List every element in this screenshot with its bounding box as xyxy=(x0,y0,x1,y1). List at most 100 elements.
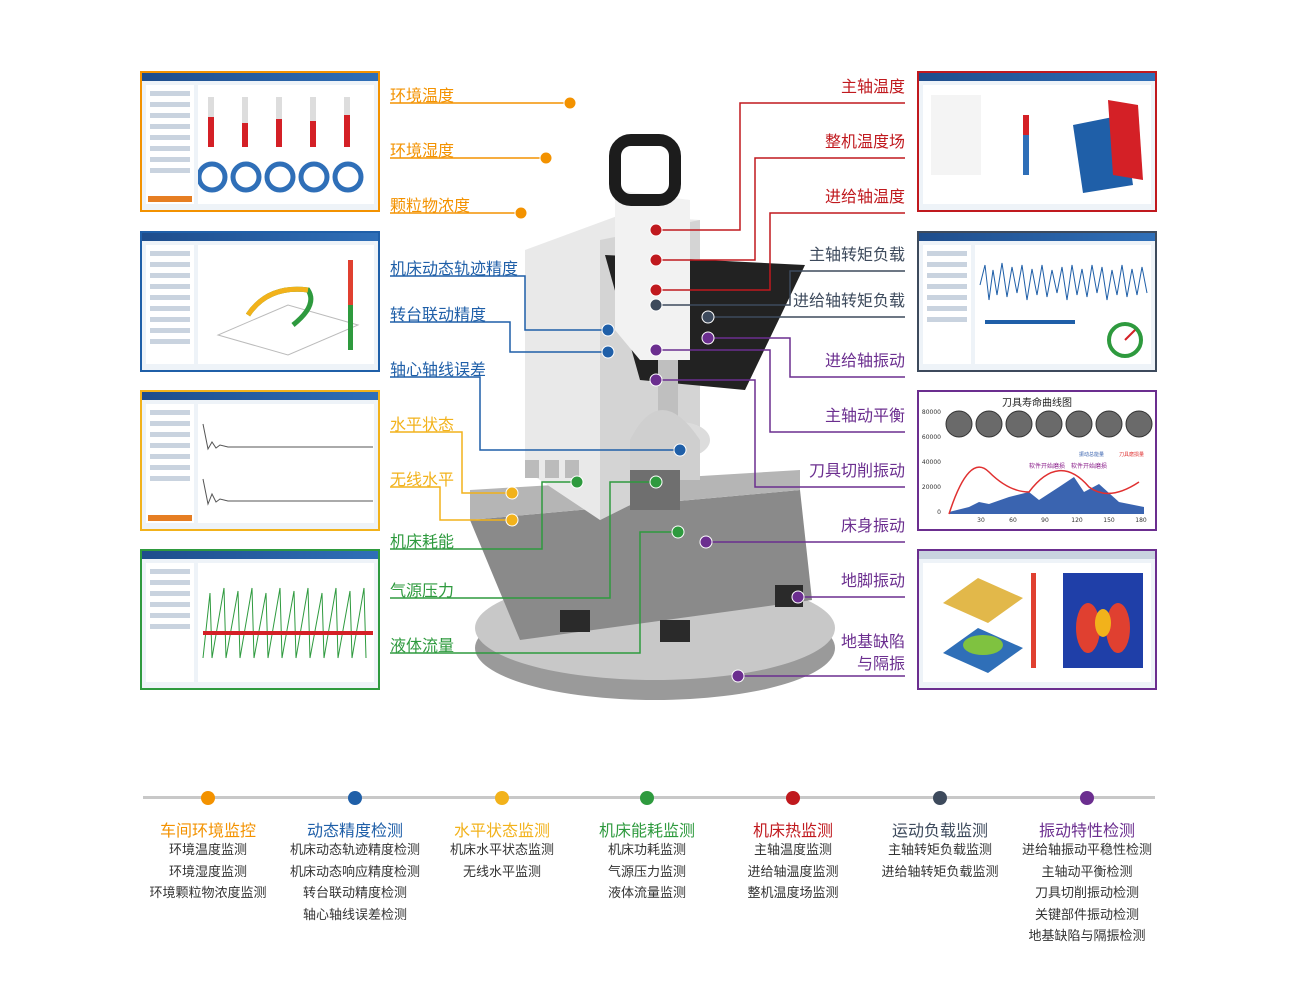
category-item: 刀具切削振动检测 xyxy=(1034,886,1139,901)
right-label: 进给轴温度 xyxy=(824,187,905,206)
category-item: 主轴动平衡检测 xyxy=(1041,864,1133,880)
left-label: 机床耗能 xyxy=(390,532,455,551)
legend-label: 振动总能量 xyxy=(1079,451,1104,458)
category-item: 机床水平状态监测 xyxy=(449,843,554,858)
category-item: 主轴温度监测 xyxy=(753,843,832,858)
category-dot xyxy=(495,791,509,805)
category-item: 机床动态响应精度检测 xyxy=(289,864,420,880)
left-label: 轴心轴线误差 xyxy=(390,360,487,379)
right-connector-dot xyxy=(649,298,663,312)
tool-photo xyxy=(1005,410,1033,438)
tool-photo xyxy=(975,410,1003,438)
category-dot xyxy=(640,791,654,805)
right-label: 整机温度场 xyxy=(824,132,905,151)
left-label: 水平状态 xyxy=(390,415,455,434)
y-tick-label: 20000 xyxy=(922,484,941,491)
category-title: 动态精度检测 xyxy=(306,821,403,840)
x-tick-label: 90 xyxy=(1041,517,1049,524)
x-tick-label: 60 xyxy=(1009,517,1017,524)
left-connector-dot xyxy=(673,443,687,457)
category-title: 振动特性检测 xyxy=(1038,821,1135,840)
category-dot xyxy=(933,791,947,805)
right-connector-dot xyxy=(731,669,745,683)
left-connector-line xyxy=(390,531,678,654)
left-label: 机床动态轨迹精度 xyxy=(390,259,519,278)
left-connector-dot xyxy=(514,206,528,220)
env-monitor-panel xyxy=(140,71,380,212)
category-item: 进给轴转矩负载监测 xyxy=(881,864,999,880)
left-connector-dot xyxy=(671,525,685,539)
category-title: 机床能耗监测 xyxy=(598,821,695,840)
category-title: 水平状态监测 xyxy=(453,821,550,840)
right-label: 与隔振 xyxy=(856,654,905,673)
category-item: 转台联动精度检测 xyxy=(302,886,407,901)
right-label: 进给轴振动 xyxy=(824,351,905,370)
machine-bed xyxy=(470,490,812,640)
category-title: 车间环境监控 xyxy=(159,821,256,840)
left-label: 无线水平 xyxy=(390,470,455,489)
right-label: 地脚振动 xyxy=(840,571,905,590)
torque-panel xyxy=(917,231,1157,372)
category-item: 环境温度监测 xyxy=(168,843,247,858)
left-connector-line xyxy=(390,431,512,494)
thermal-panel xyxy=(917,71,1157,212)
right-connector-dot xyxy=(701,310,715,324)
right-connector-line xyxy=(656,270,905,306)
right-label: 床身振动 xyxy=(840,516,905,535)
right-connector-line xyxy=(656,157,905,261)
tool-photo xyxy=(1065,410,1093,438)
x-tick-label: 30 xyxy=(977,517,985,524)
right-label: 进给轴转矩负载 xyxy=(792,291,905,310)
left-label: 液体流量 xyxy=(390,636,455,655)
left-connector-dot xyxy=(563,96,577,110)
right-connector-dot xyxy=(649,253,663,267)
tool-photo xyxy=(1035,410,1063,438)
left-connector-line xyxy=(390,376,680,451)
energy-panel xyxy=(140,549,380,690)
connector-lines xyxy=(390,96,905,683)
right-label: 主轴温度 xyxy=(840,77,905,96)
annotation-label: 软件开始磨损 xyxy=(1071,462,1107,470)
category-dot xyxy=(201,791,215,805)
trajectory-panel xyxy=(140,231,380,372)
y-tick-label: 40000 xyxy=(922,459,941,466)
category-title: 运动负载监测 xyxy=(891,821,988,840)
left-connector-line xyxy=(390,481,577,550)
tool-photo xyxy=(945,410,973,438)
left-connector-line xyxy=(390,481,656,599)
level-panel xyxy=(140,390,380,531)
right-connector-dot xyxy=(699,535,713,549)
category-item: 进给轴振动平稳性检测 xyxy=(1021,843,1152,858)
category-item: 机床功耗监测 xyxy=(607,843,686,858)
category-item: 无线水平监测 xyxy=(462,864,541,880)
category-item: 主轴转矩负载监测 xyxy=(887,843,992,858)
x-tick-label: 120 xyxy=(1071,517,1083,524)
category-item: 气源压力监测 xyxy=(607,864,686,880)
tool-photo xyxy=(1125,410,1153,438)
right-label: 主轴转矩负载 xyxy=(808,245,905,264)
right-label: 主轴动平衡 xyxy=(824,406,905,425)
foundation-panel xyxy=(917,549,1157,690)
left-label: 气源压力 xyxy=(390,581,455,600)
left-connector-line xyxy=(390,486,512,521)
left-connector-dot xyxy=(649,475,663,489)
category-item: 环境颗粒物浓度监测 xyxy=(149,886,267,901)
y-tick-label: 80000 xyxy=(922,409,941,416)
y-tick-label: 0 xyxy=(937,509,941,516)
right-label: 刀具切削振动 xyxy=(808,461,905,480)
category-item: 关键部件振动检测 xyxy=(1034,907,1139,923)
y-tick-label: 60000 xyxy=(922,434,941,441)
left-label: 转台联动精度 xyxy=(390,305,487,324)
spindle-head xyxy=(615,190,690,360)
legend-label: 刀具磨损量 xyxy=(1119,451,1144,458)
category-dot xyxy=(786,791,800,805)
foot xyxy=(660,620,690,642)
right-connector-dot xyxy=(791,590,805,604)
cable-chain xyxy=(609,134,681,206)
right-connector-line xyxy=(656,212,905,291)
left-connector-dot xyxy=(570,475,584,489)
category-item: 环境湿度监测 xyxy=(168,864,247,880)
